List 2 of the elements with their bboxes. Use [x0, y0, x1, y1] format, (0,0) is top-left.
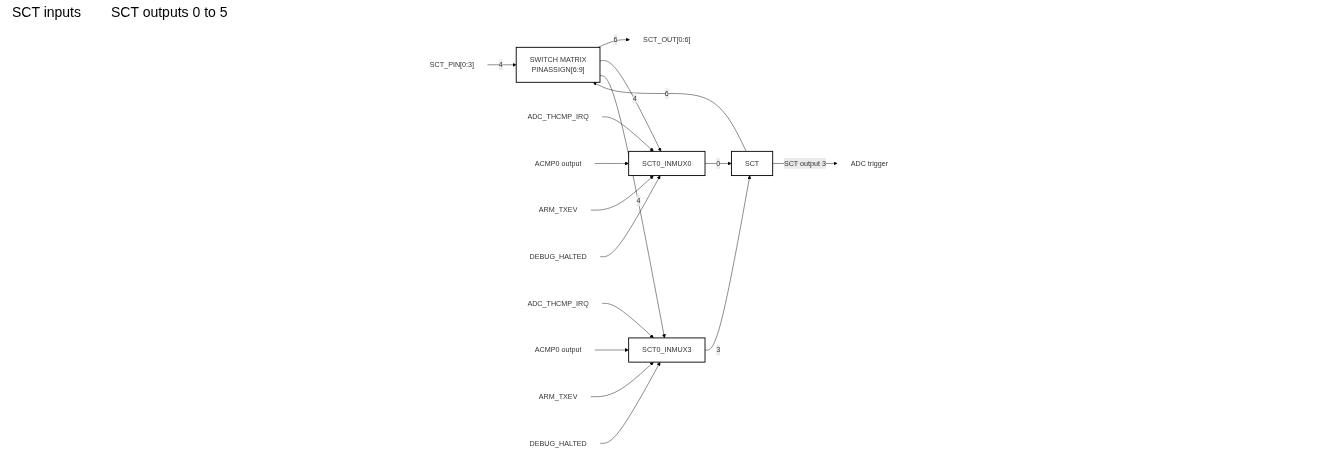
signal-label: SCT outputs 0 to 5 [111, 4, 228, 20]
signal-label: SCT inputs [12, 4, 81, 20]
